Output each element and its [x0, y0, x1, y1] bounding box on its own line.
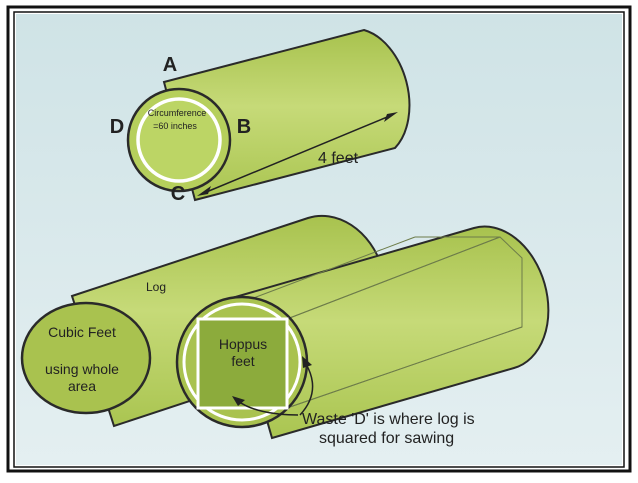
- point-a-label: A: [163, 54, 177, 76]
- point-c-label: C: [171, 183, 185, 205]
- cubic-feet-line3: area: [68, 378, 96, 394]
- waste-callout-arrows: [232, 356, 314, 416]
- waste-note-line2: squared for sawing: [319, 430, 454, 447]
- circumference-label-line2: =60 inches: [153, 121, 197, 131]
- hoppus-line1: Hoppus: [219, 336, 267, 352]
- squared-log: [175, 225, 550, 440]
- hoppus-line2: feet: [231, 353, 254, 369]
- cubic-feet-line1: Cubic Feet: [48, 324, 116, 340]
- measured-log-cylinder: Circumference =60 inches: [126, 28, 411, 202]
- outer-frame: [6, 5, 632, 473]
- length-arrow: [197, 112, 398, 196]
- circumference-label-line1: Circumference: [148, 108, 207, 118]
- waste-note-line1: Waste 'D' is where log is: [302, 411, 475, 428]
- log-label: Log: [146, 280, 166, 294]
- squared-log-body: [230, 225, 550, 440]
- squared-log-bark-ring: [182, 302, 302, 422]
- hoppus-square: [196, 317, 289, 410]
- whole-log-end-face: [20, 301, 152, 415]
- circumference-ring: [136, 97, 222, 183]
- inner-frame: [13, 11, 625, 468]
- cubic-feet-line2: using whole: [45, 361, 119, 377]
- point-d-label: D: [110, 116, 124, 138]
- point-b-label: B: [237, 116, 251, 138]
- length-label: 4 feet: [318, 150, 359, 167]
